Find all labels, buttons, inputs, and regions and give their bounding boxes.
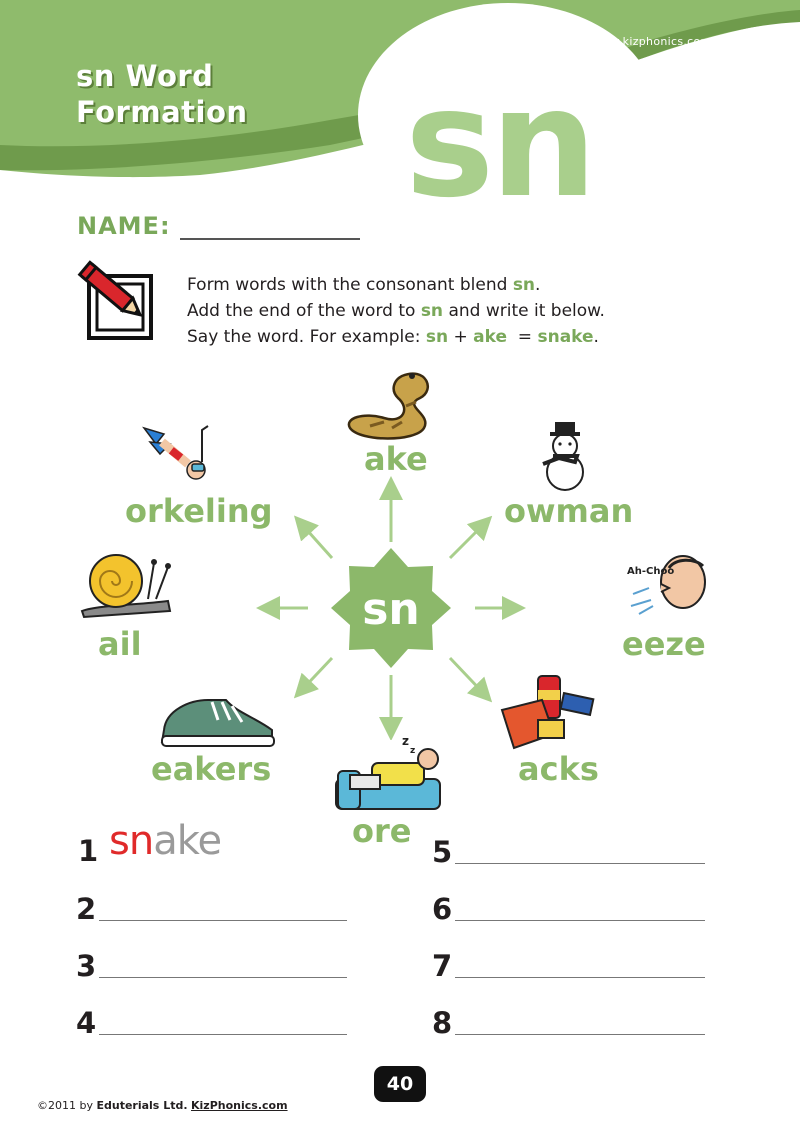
answer-number-6: 6 <box>432 892 453 926</box>
ending-orkeling: orkeling <box>125 492 273 530</box>
ending-eakers: eakers <box>151 750 272 788</box>
answer-number-8: 8 <box>432 1006 453 1040</box>
svg-text:z: z <box>402 735 409 748</box>
answer-line-3[interactable] <box>99 977 347 978</box>
answer-line-8[interactable] <box>455 1034 705 1035</box>
answer-number-7: 7 <box>432 949 453 983</box>
sneeze-bubble: Ah-Choo <box>627 566 674 577</box>
pencil-checkbox-icon <box>77 260 153 340</box>
answer-number-5: 5 <box>432 835 453 869</box>
instruction-line-3: Say the word. For example: sn + ake = sn… <box>187 327 599 347</box>
snail-picture <box>80 554 172 619</box>
answer-number-4: 4 <box>76 1006 97 1040</box>
sneakers-picture <box>160 699 275 747</box>
example-answer: snake <box>109 818 222 864</box>
answer-line-4[interactable] <box>99 1034 347 1035</box>
page-title: sn Word Formation <box>76 58 248 130</box>
word-wheel <box>256 476 526 740</box>
center-star <box>331 548 451 668</box>
instruction-line-1: Form words with the consonant blend sn. <box>187 275 541 295</box>
title-line-2: Formation <box>76 95 248 129</box>
site-url: www.kizphonics.com <box>592 35 712 48</box>
instructions: Form words with the consonant blend sn. … <box>187 272 605 350</box>
answer-line-5[interactable] <box>455 863 705 864</box>
center-blend: sn <box>362 584 420 635</box>
snowman-picture <box>542 422 584 491</box>
answer-line-7[interactable] <box>455 977 705 978</box>
page-number: 40 <box>374 1066 426 1102</box>
answer-number-1: 1 <box>78 834 99 868</box>
answer-number-3: 3 <box>76 949 97 983</box>
title-line-1: sn Word <box>76 59 214 93</box>
footer-site-link[interactable]: KizPhonics.com <box>191 1099 288 1112</box>
ending-ail: ail <box>98 625 142 663</box>
answer-line-2[interactable] <box>99 920 347 921</box>
snorkeling-picture <box>142 425 209 480</box>
name-line[interactable] <box>180 238 360 240</box>
ending-acks: acks <box>518 750 599 788</box>
ending-eeze: eeze <box>622 625 706 663</box>
name-label: NAME: <box>77 212 171 240</box>
answer-line-6[interactable] <box>455 920 705 921</box>
answer-number-2: 2 <box>76 892 97 926</box>
copyright: ©2011 by Eduterials Ltd. KizPhonics.com <box>37 1099 288 1112</box>
sneeze-picture: Ah-Choo <box>627 555 706 615</box>
ending-ake: ake <box>364 440 428 478</box>
blend-heading: sn <box>405 57 597 231</box>
instruction-line-2: Add the end of the word to sn and write … <box>187 301 605 321</box>
snacks-picture <box>500 675 595 750</box>
ending-ore: ore <box>352 812 412 850</box>
ending-owman: owman <box>504 492 634 530</box>
svg-text:z: z <box>410 746 415 756</box>
snake-picture <box>347 372 430 440</box>
header-background <box>0 0 800 200</box>
snore-picture: z z <box>335 735 441 810</box>
wheel-arrows <box>256 476 526 740</box>
